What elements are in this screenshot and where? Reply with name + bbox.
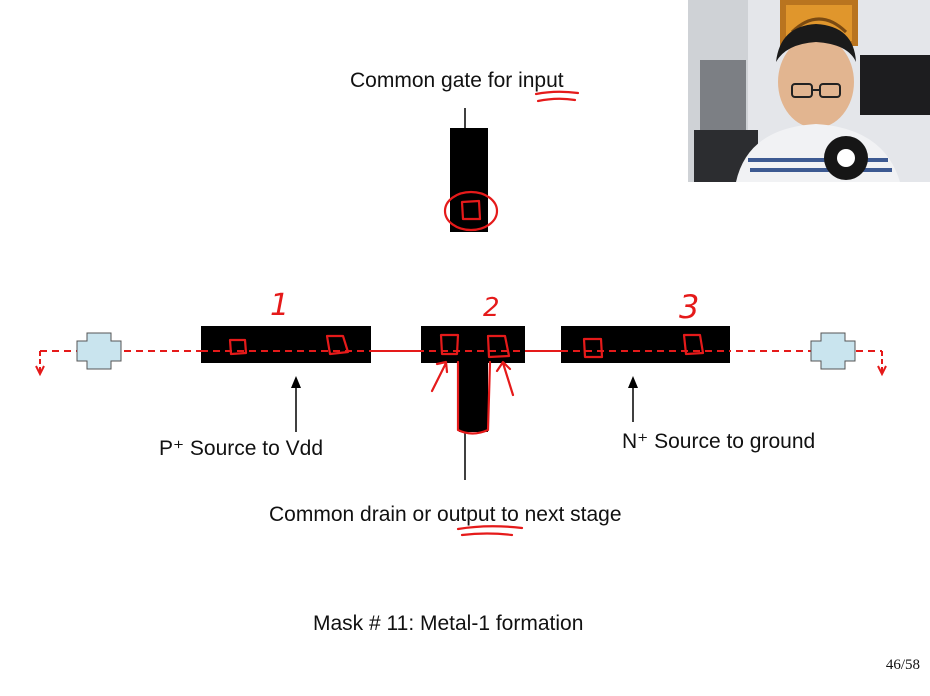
drain-label: Common drain or output to next stage: [269, 503, 622, 526]
mask-caption: Mask # 11: Metal-1 formation: [313, 612, 584, 635]
contact-square-5: [582, 337, 604, 359]
input-underline: [534, 90, 580, 103]
drain-metal-top: [421, 326, 525, 363]
p-source-arrowhead: [291, 376, 301, 388]
stem-outline: [456, 360, 492, 435]
left-arrowhead: [35, 365, 45, 377]
page-number: 46/58: [885, 657, 920, 673]
right-arrowhead: [877, 365, 887, 377]
annotation-number-1: 1: [270, 288, 290, 323]
contact-square-4: [486, 334, 511, 359]
annotation-number-2: 2: [483, 293, 500, 323]
right-red-arrow: [495, 360, 515, 397]
gate-contact-square: [460, 199, 482, 221]
contact-square-1: [228, 338, 248, 356]
contact-square-3: [439, 333, 460, 356]
contact-square-2: [325, 334, 350, 356]
presenter-video: [688, 0, 930, 182]
n-source-arrowhead: [628, 376, 638, 388]
gate-metal-pad: [450, 128, 488, 232]
gate-label: Common gate for input: [350, 69, 564, 92]
gate-contact-circle: [443, 190, 499, 232]
annotation-number-3: 3: [679, 288, 700, 326]
contact-square-6: [682, 333, 705, 356]
output-underline: [456, 525, 524, 537]
right-contact-pad: [810, 332, 856, 370]
p-source-label: P⁺ Source to Vdd: [159, 437, 324, 460]
drain-metal-stem: [459, 361, 488, 432]
left-contact-pad: [76, 332, 122, 370]
left-red-arrow: [430, 360, 449, 393]
n-source-label: N⁺ Source to ground: [622, 430, 816, 453]
